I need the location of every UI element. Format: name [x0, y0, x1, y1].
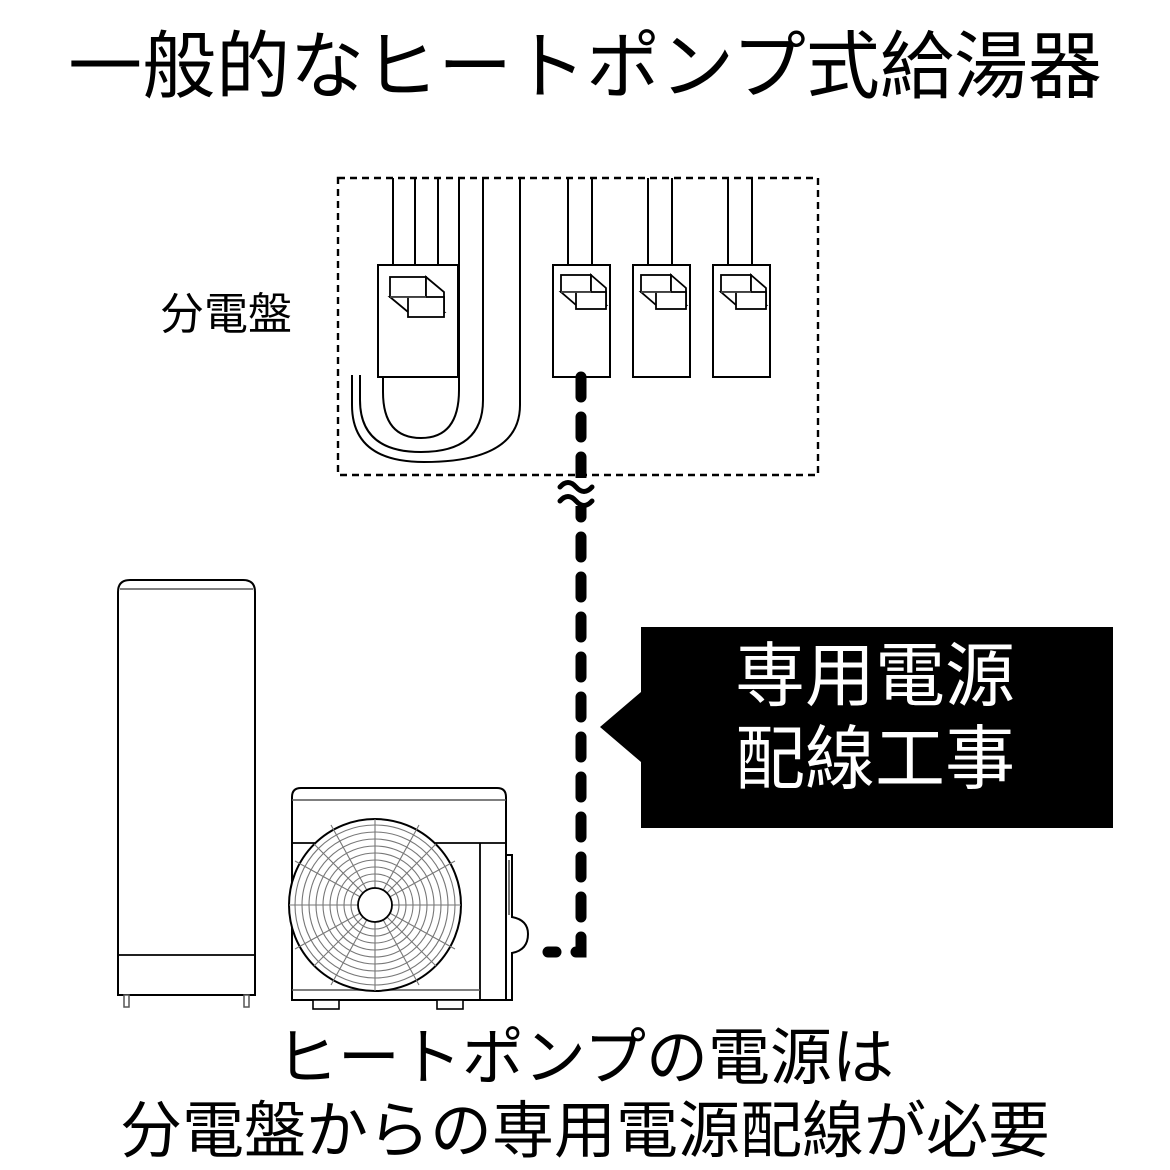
branch-breaker-3[interactable]	[712, 178, 771, 378]
cable-break-symbol	[557, 478, 595, 508]
tank-leg-left	[123, 994, 130, 1008]
page-title: 一般的なヒートポンプ式給湯器	[68, 25, 1102, 108]
fan-hub	[357, 887, 393, 923]
panel-busbar-loop-wires	[359, 178, 484, 454]
dedicated-power-cable	[542, 371, 587, 958]
figure-caption: ヒートポンプの電源は 分電盤からの専用電源配線が必要	[0, 1022, 1170, 1168]
main-breaker-toggle-switch[interactable]	[387, 275, 447, 318]
heat-pump-fan-grille	[288, 818, 462, 992]
tank-leg-right	[243, 994, 250, 1008]
distribution-panel-label: 分電盤	[160, 290, 292, 339]
callout-balloon-shape	[600, 627, 1113, 828]
callout-balloon	[600, 627, 1113, 828]
heat-pump-foot-right	[436, 999, 464, 1010]
heat-pump-foot-left	[312, 999, 340, 1010]
distribution-panel-enclosure	[336, 176, 820, 477]
busbar-outer-loop	[351, 178, 521, 464]
hot-water-storage-tank	[117, 579, 256, 1008]
caption-line-2: 分電盤からの専用電源配線が必要	[119, 1097, 1050, 1167]
heat-pump-outdoor-unit	[288, 787, 530, 1010]
main-breaker-feed-wires	[392, 178, 439, 265]
branch-breaker-1[interactable]	[552, 178, 611, 378]
branch-breaker-2[interactable]	[632, 178, 691, 378]
caption-line-1: ヒートポンプの電源は	[275, 1024, 895, 1093]
